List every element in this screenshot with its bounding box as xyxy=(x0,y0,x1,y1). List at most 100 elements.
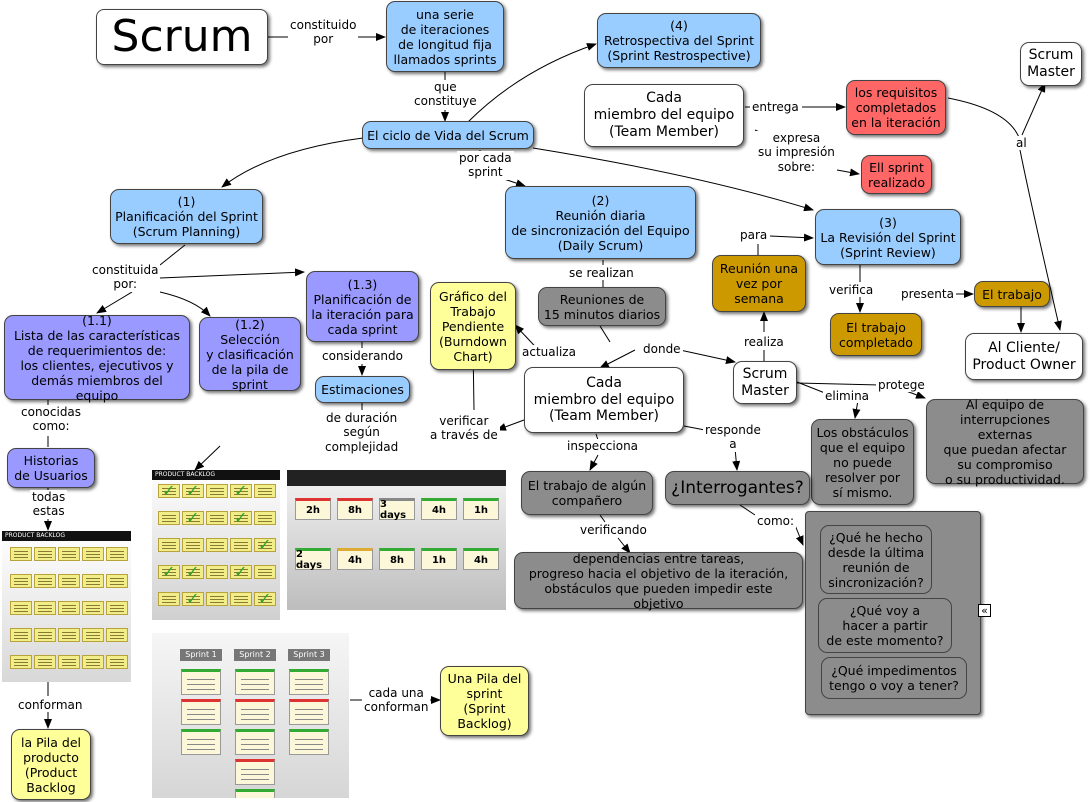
selection-card xyxy=(254,511,276,525)
node-reunion-semana[interactable]: Reunión una vez por semana xyxy=(712,255,806,312)
node-estimaciones[interactable]: Estimaciones xyxy=(315,376,410,403)
selection-board-image: PRODUCT BACKLOG ✓✓✓✓✓✓✓✓✓✓✓ xyxy=(152,470,280,620)
estimate-card: 4h xyxy=(337,548,373,570)
label-para: para xyxy=(738,228,770,243)
sprint-card xyxy=(235,729,275,755)
check-icon: ✓ xyxy=(186,481,200,500)
sprint-card xyxy=(289,699,329,725)
node-scrum-master-mid[interactable]: Scrum Master xyxy=(733,361,797,404)
estimate-card: 2h xyxy=(295,498,331,520)
backlog-card xyxy=(10,601,32,615)
selection-card xyxy=(206,565,228,579)
selection-card xyxy=(182,511,204,525)
estimate-card: 2 days xyxy=(295,548,331,571)
node-obstaculos[interactable]: Los obstáculos que el equipo no puede re… xyxy=(811,419,914,505)
label-se-realizan: se realizan xyxy=(567,266,636,281)
node-pila-producto[interactable]: la Pila del producto (Product Backlog xyxy=(11,729,91,800)
label-entrega: entrega xyxy=(750,100,801,115)
label-al: al xyxy=(1014,136,1029,151)
sprint-card xyxy=(289,729,329,755)
check-icon: ✓ xyxy=(186,589,200,608)
node-historias-usuarios[interactable]: Historias de Usuarios xyxy=(7,448,95,488)
check-icon: ✓ xyxy=(162,562,176,581)
node-iteraciones[interactable]: una serie de iteraciones de longitud fij… xyxy=(386,1,504,72)
selection-card xyxy=(206,484,228,498)
backlog-card xyxy=(10,655,32,669)
backlog-card xyxy=(10,547,32,561)
node-interrupciones-externas[interactable]: Al equipo de interrupciones externas que… xyxy=(926,397,1084,487)
node-pregunta-impedimentos[interactable]: ¿Qué impedimentos tengo o voy a tener? xyxy=(821,657,967,699)
backlog-card xyxy=(34,601,56,615)
node-pregunta-hacer[interactable]: ¿Qué voy a hacer a partir de este moment… xyxy=(818,598,952,653)
node-pregunta-hecho[interactable]: ¿Qué he hecho desde la última reunión de… xyxy=(820,525,932,594)
node-trabajo-completado[interactable]: El trabajo completado xyxy=(830,313,922,356)
selection-card xyxy=(230,592,252,606)
backlog-card xyxy=(82,628,104,642)
node-team-member-mid[interactable]: Cada miembro del equipo (Team Member) xyxy=(524,367,684,433)
selection-card xyxy=(254,592,276,606)
selection-card xyxy=(182,592,204,606)
label-protege: protege xyxy=(876,378,927,393)
selection-card xyxy=(230,511,252,525)
node-reunion-diaria[interactable]: (2) Reunión diaria de sincronización del… xyxy=(505,186,696,259)
node-grafico-burndown[interactable]: Gráfico del Trabajo Pendiente (Burndown … xyxy=(430,282,516,370)
node-cliente-product-owner[interactable]: Al Cliente/ Product Owner xyxy=(965,333,1083,380)
label-conforman: conforman xyxy=(16,698,85,713)
selection-card xyxy=(254,484,276,498)
sprint-card xyxy=(181,669,221,695)
node-dependencias[interactable]: dependencias entre tareas, progreso haci… xyxy=(514,551,803,611)
label-elimina: elimina xyxy=(823,389,872,404)
selection-card xyxy=(182,484,204,498)
node-seleccion-clasificacion[interactable]: (1.2) Selección y clasificación de la pi… xyxy=(199,317,301,392)
node-ciclo-vida[interactable]: El ciclo de Vida del Scrum xyxy=(362,121,534,149)
label-inspecciona: inspecciona xyxy=(565,439,641,454)
sprint-card xyxy=(235,669,275,695)
node-team-member-top[interactable]: Cada miembro del equipo (Team Member) xyxy=(584,84,744,147)
backlog-card xyxy=(106,547,128,561)
label-que-constituye: que constituye xyxy=(412,80,479,109)
node-el-trabajo[interactable]: El trabajo xyxy=(974,281,1050,307)
node-scrum-master-top[interactable]: Scrum Master xyxy=(1020,42,1082,86)
label-constituida-por: constituida por: xyxy=(90,263,161,292)
node-planificacion-sprint[interactable]: (1) Planificación del Sprint (Scrum Plan… xyxy=(110,189,263,244)
sprint-card xyxy=(235,789,275,798)
node-reuniones-15-minutos[interactable]: Reuniones de 15 minutos diarios xyxy=(538,287,666,326)
product-backlog-image: PRODUCT BACKLOG xyxy=(2,531,131,682)
node-pila-sprint[interactable]: Una Pila del sprint (Sprint Backlog) xyxy=(440,666,529,736)
backlog-card xyxy=(82,655,104,669)
selection-card xyxy=(158,538,180,552)
node-revision-sprint[interactable]: (3) La Revisión del Sprint (Sprint Revie… xyxy=(815,209,961,265)
backlog-card xyxy=(106,601,128,615)
selection-card xyxy=(158,592,180,606)
node-sprint-realizado[interactable]: Ell sprint realizado xyxy=(861,155,932,194)
backlog-card xyxy=(34,655,56,669)
estimate-card: 8h xyxy=(337,498,373,520)
backlog-card xyxy=(10,628,32,642)
label-donde: donde xyxy=(641,342,683,357)
node-retrospectiva[interactable]: (4) Retrospectiva del Sprint (Sprint Res… xyxy=(597,13,761,68)
backlog-card xyxy=(58,601,80,615)
node-scrum[interactable]: Scrum xyxy=(96,9,268,65)
node-trabajo-companero[interactable]: El trabajo de algún compañero xyxy=(521,471,653,515)
label-verificar: verificar a través de xyxy=(428,414,500,443)
estimate-card: 4h xyxy=(421,498,457,520)
selection-card xyxy=(206,538,228,552)
node-interrogantes[interactable]: ¿Interrogantes? xyxy=(665,471,810,505)
sprint-card xyxy=(181,699,221,725)
label-responde-a: responde a xyxy=(703,423,763,452)
node-planificacion-iteracion[interactable]: (1.3) Planificación de la iteración para… xyxy=(306,271,419,342)
estimate-card: 4h xyxy=(463,548,499,570)
selection-card xyxy=(230,484,252,498)
backlog-card xyxy=(58,547,80,561)
node-lista-caracteristicas[interactable]: (1.1) Lista de las características de re… xyxy=(4,313,190,403)
sprint-card xyxy=(235,699,275,725)
node-requisitos-completados[interactable]: los requisitos completados en la iteraci… xyxy=(846,80,946,135)
check-icon: ✓ xyxy=(234,508,248,527)
backlog-card xyxy=(106,655,128,669)
collapse-marker[interactable]: « xyxy=(978,604,991,617)
selection-card xyxy=(206,592,228,606)
check-icon: ✓ xyxy=(234,562,248,581)
label-de-duracion: de duración según complejidad xyxy=(323,411,401,455)
estimate-card: 1h xyxy=(463,498,499,520)
